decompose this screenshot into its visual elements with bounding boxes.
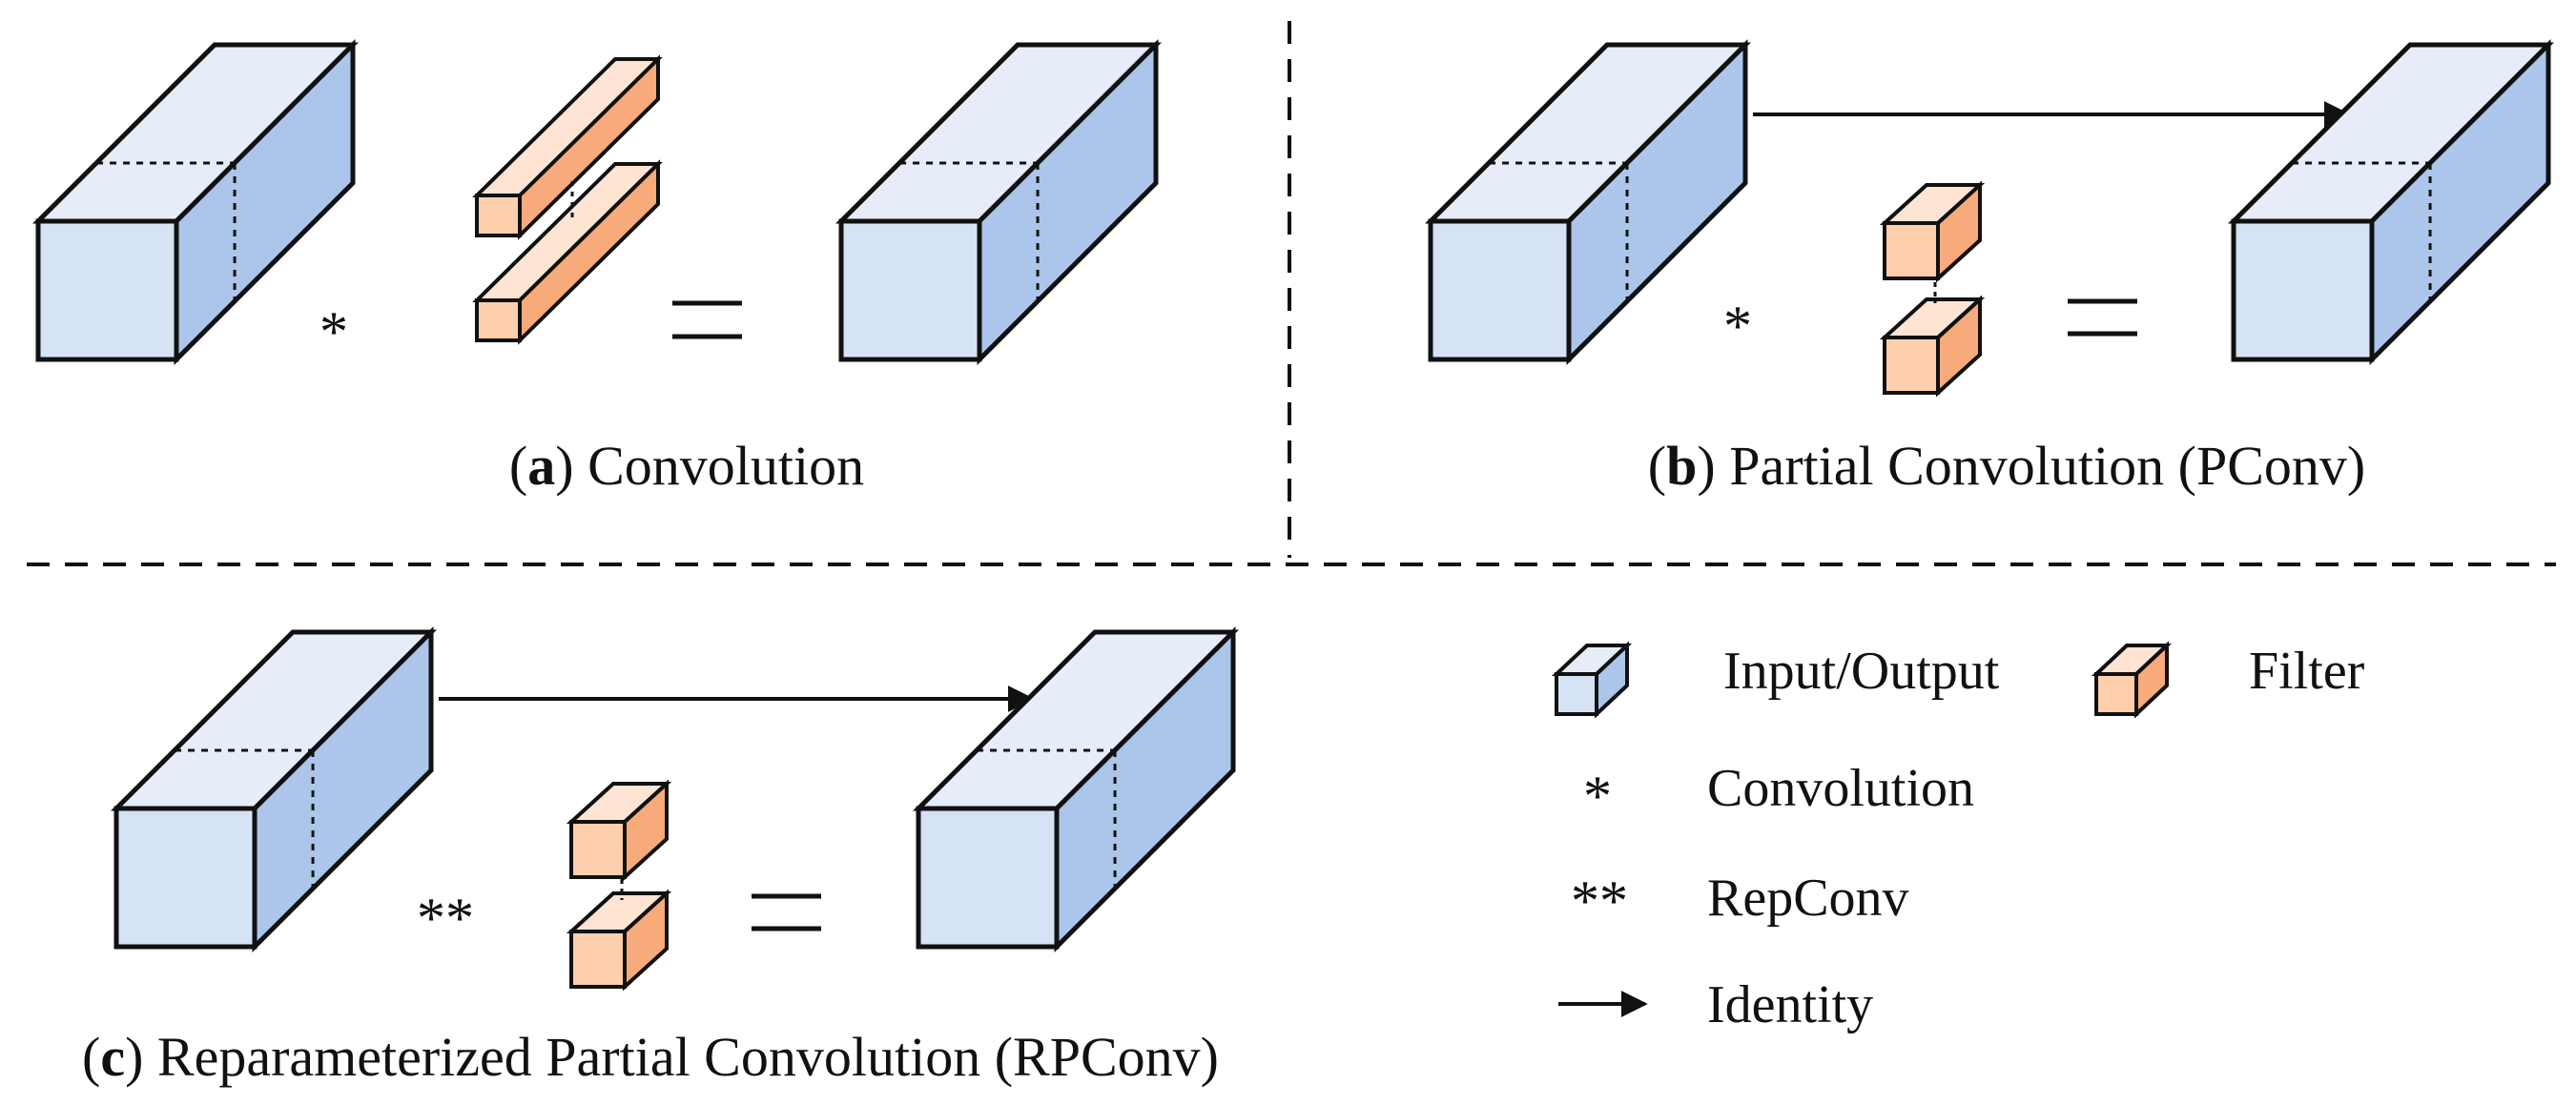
input-tensor-block	[31, 38, 360, 366]
panel-c-caption: (c) Reparameterized Partial Convolution …	[82, 1026, 1219, 1088]
panel-a-caption: (a) Convolution	[509, 435, 864, 497]
legend-convolution-label: Convolution	[1707, 759, 1974, 818]
output-tensor-block	[912, 625, 1240, 953]
legend: Input/Output Filter * Convolution ** Rep…	[1551, 641, 2365, 1034]
input-tensor-block	[110, 625, 438, 953]
legend-repconv-symbol: **	[1571, 870, 1628, 932]
equals-sign	[2068, 298, 2137, 337]
panel-b-caption: (b) Partial Convolution (PConv)	[1648, 435, 2365, 497]
equals-sign	[672, 300, 742, 339]
legend-input-output-label: Input/Output	[1723, 642, 2000, 701]
filter-block-top	[566, 779, 672, 882]
input-output-swatch	[1551, 641, 1633, 719]
legend-filter-label: Filter	[2249, 642, 2365, 701]
filter-block-bottom	[566, 889, 672, 992]
legend-convolution-symbol: *	[1583, 765, 1612, 828]
convolution-operator: *	[1723, 295, 1752, 358]
filter-swatch	[2091, 641, 2173, 719]
convolution-operator: *	[319, 300, 348, 363]
filter-block-top	[1879, 180, 1986, 283]
repconv-operator: **	[417, 887, 474, 950]
output-tensor-block	[835, 38, 1163, 366]
equals-sign	[752, 893, 821, 931]
legend-identity-label: Identity	[1707, 975, 1873, 1034]
output-tensor-block	[2227, 38, 2555, 366]
panel-a: * (a) Convolution	[31, 38, 1163, 497]
filter-block-bottom	[1879, 295, 1986, 398]
panel-c: ** (c) Reparameterized Partial Convoluti…	[82, 625, 1240, 1088]
panel-b: * (b) Partial Convolution (PConv)	[1424, 38, 2555, 497]
filter-block-bottom	[472, 159, 663, 345]
filter-block-top	[472, 54, 663, 240]
legend-repconv-label: RepConv	[1707, 869, 1909, 928]
input-tensor-block	[1424, 38, 1752, 366]
